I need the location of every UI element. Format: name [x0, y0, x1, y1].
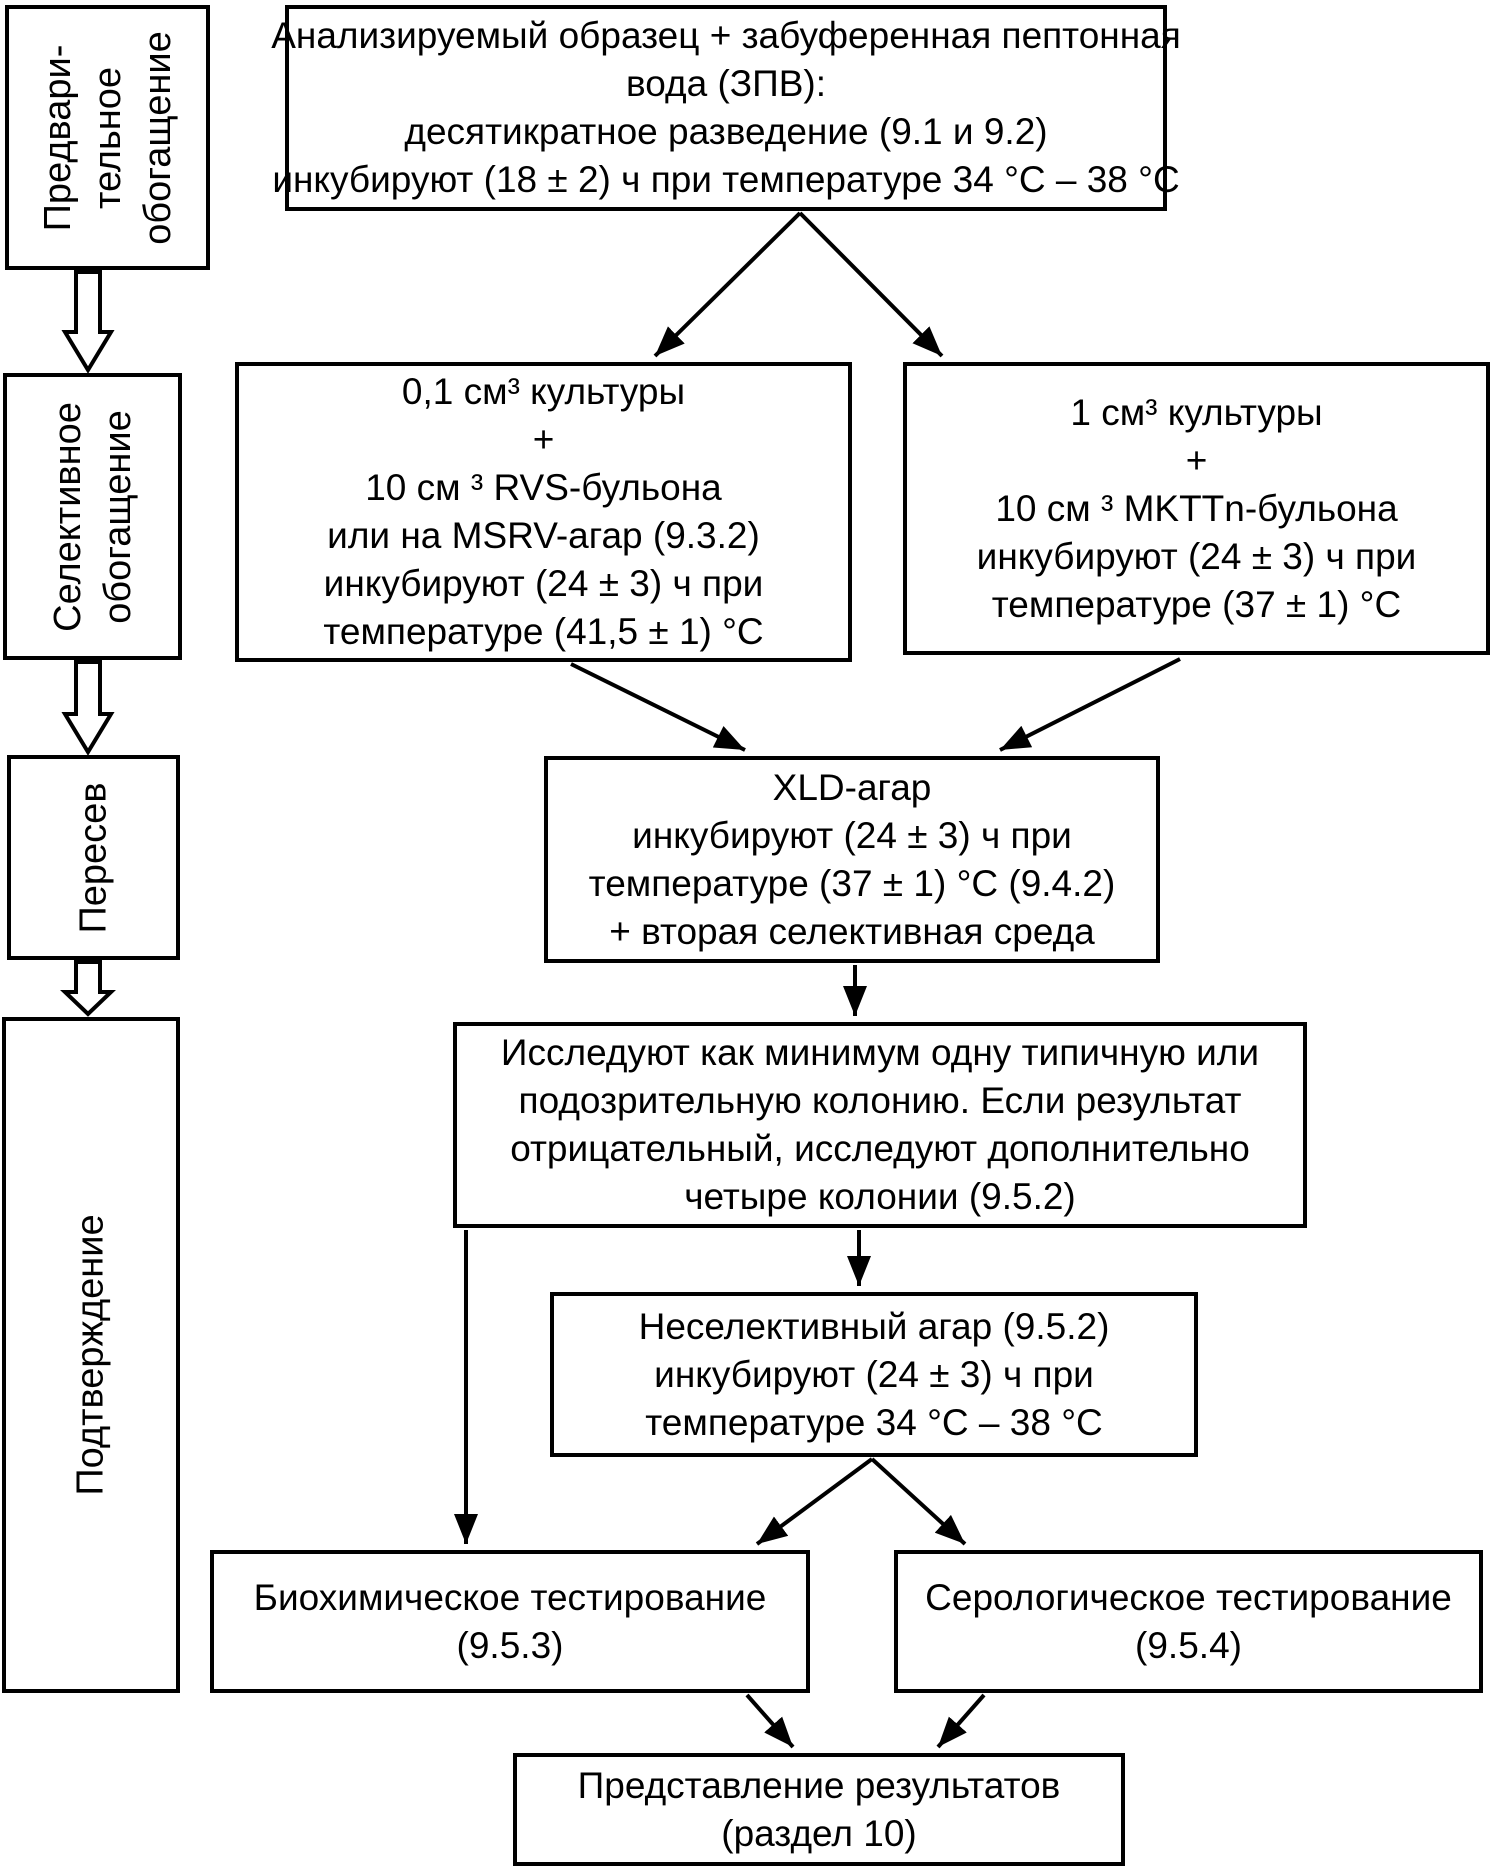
arrow-rvs-to-xld — [570, 662, 746, 752]
stage-arrow-1 — [61, 270, 115, 374]
stage-box-subculture: Пересев — [7, 755, 180, 960]
arrow-nonselective-to-biochemical — [755, 1457, 874, 1546]
stage-label-subculture: Пересев — [72, 781, 115, 934]
arrow-mkttn-to-xld — [999, 657, 1181, 752]
stage-box-pre-enrichment: Предвари- тельное обогащение — [5, 5, 210, 270]
stage-label-confirmation: Подтверждение — [70, 1214, 113, 1496]
stage-arrow-3 — [60, 960, 116, 1017]
flow-box-biochemical: Биохимическое тестирование (9.5.3) — [210, 1550, 810, 1693]
arrow-biochemical-to-results — [745, 1693, 795, 1749]
flow-box-results: Представление результатов (раздел 10) — [513, 1753, 1125, 1866]
stage-box-confirmation: Подтверждение — [2, 1017, 180, 1693]
arrow-nonselective-to-serological — [870, 1457, 967, 1546]
stage-box-selective-enrichment: Селективное обогащение — [3, 373, 182, 660]
flow-box-mkttn: 1 см³ культуры + 10 см ³ MKTTn-бульона и… — [903, 362, 1490, 655]
stage-arrow-2 — [61, 660, 115, 756]
flow-box-nonselective: Неселективный агар (9.5.2) инкубируют (2… — [550, 1292, 1198, 1457]
flow-box-colonies: Исследуют как минимум одну типичную или … — [453, 1022, 1307, 1228]
flow-box-xld: XLD-агар инкубируют (24 ± 3) ч при темпе… — [544, 756, 1160, 963]
stage-label-pre-enrichment: Предвари- тельное обогащение — [36, 30, 179, 245]
arrow-serological-to-results — [936, 1693, 986, 1749]
flow-box-sample: Анализируемый образец + забуференная пеп… — [271, 5, 1181, 211]
arrow-sample-to-mkttn — [798, 211, 944, 358]
arrow-sample-to-rvs — [653, 211, 802, 358]
stage-label-selective-enrichment: Селективное обогащение — [46, 401, 139, 632]
flow-box-serological: Серологическое тестирование (9.5.4) — [894, 1550, 1483, 1693]
flow-box-rvs: 0,1 см³ культуры + 10 см ³ RVS-бульона и… — [235, 362, 852, 662]
